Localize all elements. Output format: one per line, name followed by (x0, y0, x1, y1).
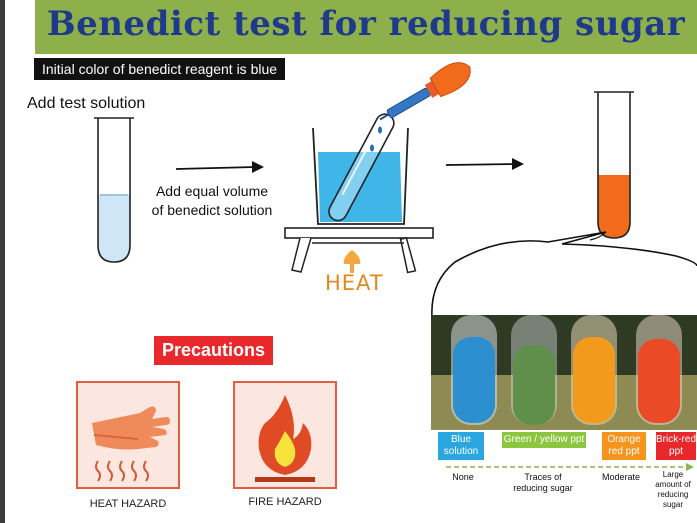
result-test-tube (594, 91, 634, 239)
callout-bubble (431, 231, 697, 319)
tube-green (511, 315, 557, 425)
dropper-icon (379, 62, 471, 121)
left-edge-strip (0, 0, 5, 523)
heat-hazard-label: HEAT HAZARD (89, 498, 167, 510)
arrow-right-icon (445, 158, 524, 170)
heat-hazard-card (76, 381, 180, 489)
test-tube-with-solution (94, 117, 134, 263)
heat-flame-icon (343, 250, 361, 273)
result-label-green: Green / yellow ppt (502, 432, 586, 448)
flame-icon (255, 395, 315, 482)
precautions-heading: Precautions (154, 336, 274, 365)
tube-orange (571, 315, 617, 425)
fire-hazard-label: FIRE HAZARD (248, 496, 322, 508)
amount-large: Large amount of reducing sugar (655, 470, 691, 509)
result-label-blue: Blue solution (438, 432, 484, 460)
tube-brick-red (636, 315, 682, 425)
result-label-orange: Orange red ppt (602, 432, 646, 460)
dripping-drops (370, 126, 382, 152)
result-label-brick-red: Brick-red ppt (656, 432, 696, 460)
step-add-benedict: Add equal volume of benedict solution (151, 183, 273, 218)
step-add-test-solution: Add test solution (27, 95, 146, 112)
amount-traces: Traces of reducing sugar (513, 472, 573, 493)
initial-color-note: Initial color of benedict reagent is blu… (34, 58, 286, 80)
heat-label: HEAT (325, 271, 384, 295)
amount-none: None (452, 472, 474, 482)
results-photo (431, 315, 697, 430)
arrow-right-icon (175, 161, 264, 173)
title-bar (35, 0, 697, 54)
fire-hazard-card (233, 381, 337, 489)
amount-moderate: Moderate (601, 472, 641, 482)
tube-blue (451, 315, 497, 425)
page-title: Benedict test for reducing sugar (46, 4, 686, 44)
beaker-with-reagent (312, 127, 409, 225)
tripod-stand (284, 227, 434, 274)
hand-heat-icon (92, 406, 170, 482)
result-tubes-photo (431, 315, 697, 430)
